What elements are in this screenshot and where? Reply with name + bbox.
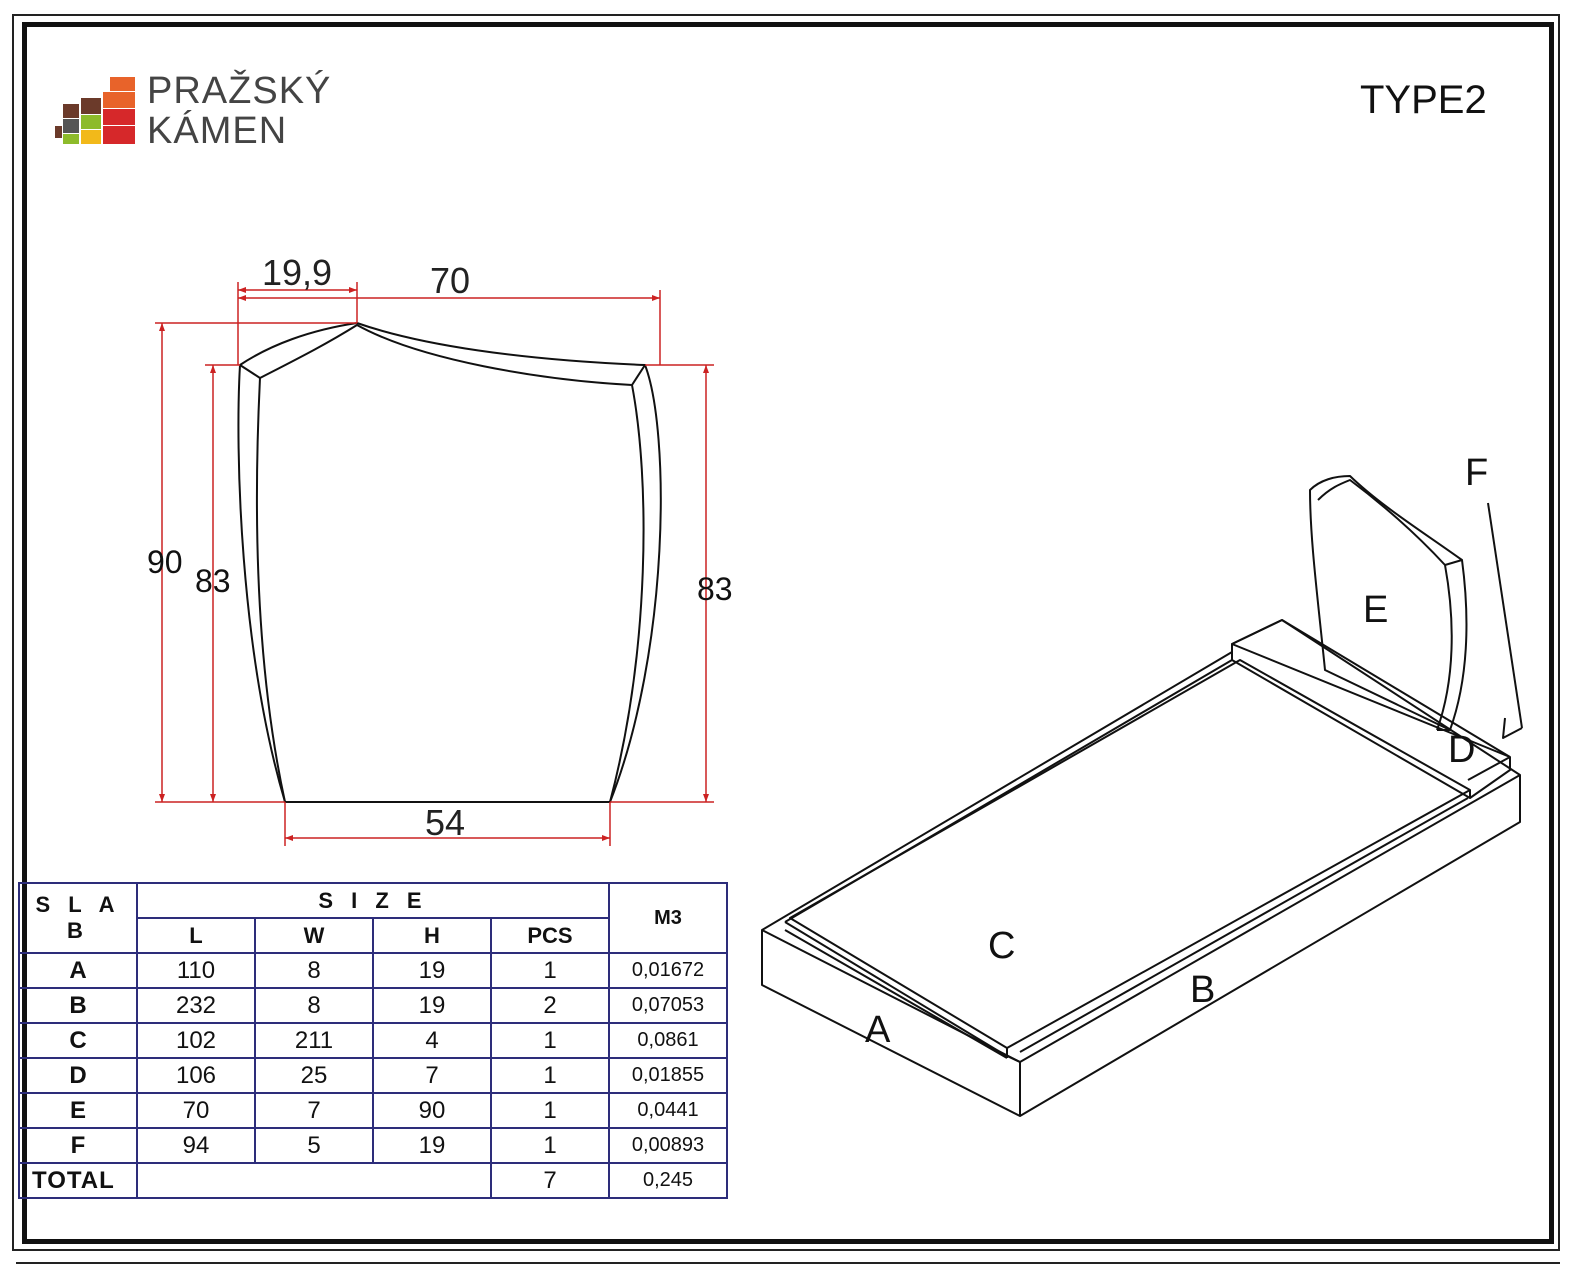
cell-h: 19 <box>372 952 492 989</box>
cell-pcs: 1 <box>490 1092 610 1129</box>
cell-m3: 0,01855 <box>608 1057 728 1094</box>
inner-frame <box>22 22 1554 1244</box>
table-row: A 110 8 19 1 0,01672 <box>18 952 728 989</box>
cell-pcs: 2 <box>490 987 610 1024</box>
header-slab: S L A B <box>18 882 138 954</box>
cell-pcs: 1 <box>490 1127 610 1164</box>
brand-logo: PRAŽSKÝ KÁMEN <box>55 72 355 152</box>
cell-pcs: 1 <box>490 952 610 989</box>
table-header-row-1: S L A B S I Z E M3 <box>18 882 728 954</box>
dim-total-height: 90 <box>147 544 183 580</box>
cell-l: 232 <box>136 987 256 1024</box>
cell-h: 90 <box>372 1092 492 1129</box>
cell-m3: 0,07053 <box>608 987 728 1024</box>
dim-top-offset: 19,9 <box>262 252 332 293</box>
header-pcs: PCS <box>490 917 610 954</box>
cell-slab: A <box>18 952 138 989</box>
iso-label-e: E <box>1363 589 1388 631</box>
iso-label-d: D <box>1448 729 1475 771</box>
cell-m3: 0,0441 <box>608 1092 728 1129</box>
front-view-headstone <box>237 321 662 803</box>
dim-bottom-width: 54 <box>425 802 465 843</box>
slab-table: S L A B S I Z E M3 L W H PCS A 110 8 19 … <box>18 882 728 1199</box>
cell-w: 8 <box>254 952 374 989</box>
table-row: D 106 25 7 1 0,01855 <box>18 1057 728 1094</box>
cell-w: 25 <box>254 1057 374 1094</box>
cell-slab: F <box>18 1127 138 1164</box>
cell-l: 110 <box>136 952 256 989</box>
cell-w: 5 <box>254 1127 374 1164</box>
cell-w: 211 <box>254 1022 374 1059</box>
header-size: S I Z E <box>136 882 610 919</box>
header-w: W <box>254 917 374 954</box>
total-m3: 0,245 <box>608 1162 728 1199</box>
brand-name-line2: KÁMEN <box>147 110 288 152</box>
dimension-arrows <box>159 287 709 841</box>
cell-h: 7 <box>372 1057 492 1094</box>
cell-l: 94 <box>136 1127 256 1164</box>
total-pcs: 7 <box>490 1162 610 1199</box>
cell-pcs: 1 <box>490 1022 610 1059</box>
cell-m3: 0,0861 <box>608 1022 728 1059</box>
table-header-row-2: L W H PCS <box>19 917 727 954</box>
front-view-dimension-lines <box>155 282 714 846</box>
brand-name-line1: PRAŽSKÝ <box>147 70 332 112</box>
cell-w: 8 <box>254 987 374 1024</box>
iso-label-c: C <box>988 925 1015 967</box>
cell-m3: 0,01672 <box>608 952 728 989</box>
logo-mosaic-icon <box>55 77 135 144</box>
cell-m3: 0,00893 <box>608 1127 728 1164</box>
isometric-view <box>761 475 1523 1117</box>
cell-l: 106 <box>136 1057 256 1094</box>
cell-slab: B <box>18 987 138 1024</box>
cell-h: 4 <box>372 1022 492 1059</box>
cell-slab: D <box>18 1057 138 1094</box>
cell-l: 102 <box>136 1022 256 1059</box>
cell-h: 19 <box>372 987 492 1024</box>
cell-w: 7 <box>254 1092 374 1129</box>
cell-slab: E <box>18 1092 138 1129</box>
header-h: H <box>372 917 492 954</box>
table-row: B 232 8 19 2 0,07053 <box>18 987 728 1024</box>
header-m3: M3 <box>608 882 728 954</box>
table-row: C 102 211 4 1 0,0861 <box>18 1022 728 1059</box>
iso-label-a: A <box>865 1009 891 1051</box>
cell-h: 19 <box>372 1127 492 1164</box>
cell-slab: C <box>18 1022 138 1059</box>
table-total-row: TOTAL 7 0,245 <box>18 1162 728 1199</box>
table-row: E 70 7 90 1 0,0441 <box>18 1092 728 1129</box>
header-l: L <box>136 917 256 954</box>
cell-pcs: 1 <box>490 1057 610 1094</box>
dim-right-height: 83 <box>697 571 733 607</box>
iso-label-f: F <box>1465 452 1488 494</box>
dim-top-width: 70 <box>430 260 470 301</box>
total-label: TOTAL <box>18 1162 138 1199</box>
footer-line <box>16 1262 1560 1264</box>
dim-left-height: 83 <box>195 563 231 599</box>
iso-label-b: B <box>1190 969 1215 1011</box>
type-label: TYPE2 <box>1360 78 1487 122</box>
cell-l: 70 <box>136 1092 256 1129</box>
table-row: F 94 5 19 1 0,00893 <box>18 1127 728 1164</box>
total-empty-cell <box>136 1162 492 1199</box>
outer-frame <box>12 14 1560 1251</box>
